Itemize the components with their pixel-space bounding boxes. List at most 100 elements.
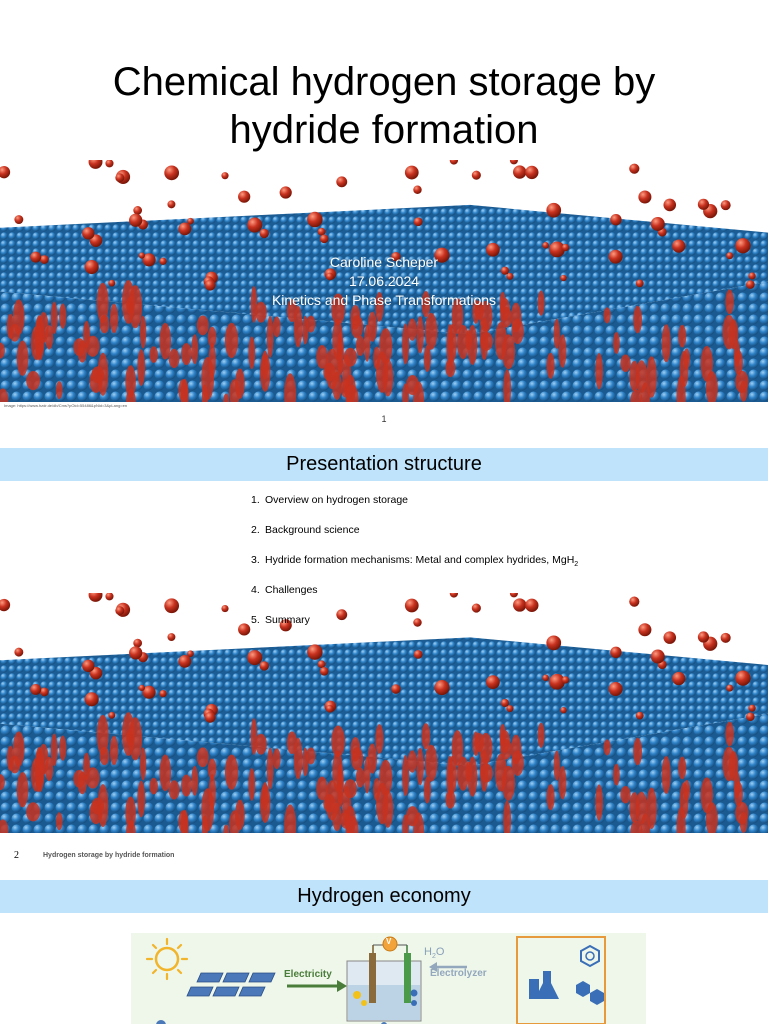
hydride-region <box>546 784 555 811</box>
hydride-region <box>181 343 192 366</box>
hydride-region <box>661 324 671 363</box>
hydride-region <box>331 293 346 325</box>
hydride-region <box>272 748 281 769</box>
hydride-region <box>375 292 384 322</box>
hydrogen-atom <box>506 705 514 713</box>
hydride-region <box>122 280 135 324</box>
hydrogen-atom <box>629 596 640 607</box>
water-formula: H2O <box>424 946 445 961</box>
hydride-region <box>613 763 620 786</box>
hydride-region <box>255 301 267 323</box>
title-line-2: hydride formation <box>229 108 539 152</box>
hydrogen-atom <box>560 707 567 714</box>
hydride-region <box>180 378 189 402</box>
hydrogen-atom <box>509 593 518 598</box>
hydrogen-economy-slide: Hydrogen economy <box>0 880 768 1024</box>
hydride-region <box>379 759 393 796</box>
hydrogen-atom <box>14 215 24 225</box>
agenda-list: 1.Overview on hydrogen storage 2.Backgro… <box>251 493 578 643</box>
hydride-region <box>201 384 208 402</box>
hydride-region <box>421 291 431 318</box>
subtitle-block: Caroline Scheper 17.06.2024 Kinetics and… <box>0 253 768 310</box>
hydride-region <box>0 342 5 359</box>
hydrogen-atom <box>108 711 116 719</box>
hydrogen-atom <box>164 598 180 614</box>
hydride-region <box>725 289 734 315</box>
hydride-region <box>350 747 364 771</box>
hydrogen-atom <box>204 711 216 723</box>
hydrogen-atom <box>471 170 481 180</box>
hydride-region <box>446 324 454 368</box>
hydrogen-atom <box>549 673 565 690</box>
hydride-region <box>83 320 90 349</box>
hydride-region <box>355 767 365 788</box>
hydrogen-atom <box>82 227 95 240</box>
hydride-region <box>6 313 14 339</box>
hydride-region <box>284 373 297 402</box>
hydride-region <box>343 779 357 799</box>
hydrogen-atom <box>336 176 348 188</box>
hydrogen-atom <box>336 609 348 621</box>
electricity-label: Electricity <box>284 969 332 980</box>
hydrogen-atom <box>748 704 756 712</box>
hydrogen-atom <box>142 253 156 267</box>
course-name: Kinetics and Phase Transformations <box>271 292 497 308</box>
hydrogen-atom <box>560 274 567 282</box>
hydride-region <box>38 743 49 775</box>
hydride-region <box>678 324 687 348</box>
hydride-region <box>55 381 63 400</box>
hydrogen-atom <box>746 280 755 289</box>
lattice-top-surface <box>0 204 768 335</box>
hydrogen-atom <box>610 214 622 226</box>
hydride-region <box>306 315 316 333</box>
hydrogen-economy-figure: Electricity V H2O Electrolyzer <box>131 933 646 1024</box>
hydride-region <box>125 365 136 398</box>
hydride-region <box>83 752 90 781</box>
hydride-region <box>355 335 365 356</box>
hydride-region <box>168 348 180 369</box>
hydride-region <box>402 755 410 797</box>
hydrogen-atom <box>138 684 145 692</box>
hydride-region <box>207 758 217 780</box>
hydride-region <box>109 303 119 334</box>
solar-panels-icon <box>186 972 276 997</box>
page-number: 2 <box>14 850 19 861</box>
agenda-slide: Presentation structure 1.Overview on hyd… <box>0 448 768 868</box>
hydride-region <box>480 763 493 783</box>
hydrogen-atom <box>500 698 510 708</box>
hydrogen-atom <box>319 234 329 244</box>
hydrogen-atom <box>610 646 622 658</box>
hydride-region <box>457 324 470 360</box>
hydride-region <box>266 747 274 790</box>
hydrogen-atom <box>449 593 459 598</box>
hydride-region <box>26 371 41 391</box>
lattice-illustration <box>0 593 768 833</box>
hydride-region <box>0 819 9 833</box>
hydride-region <box>424 744 438 782</box>
hydride-region <box>16 340 29 376</box>
hydride-region <box>558 765 567 800</box>
hydride-region <box>558 334 567 368</box>
partial-icon <box>156 1020 166 1024</box>
hydride-region <box>499 291 506 313</box>
hydrogen-atom <box>672 239 686 253</box>
hydride-region <box>382 790 394 828</box>
hydride-region <box>480 332 493 351</box>
hydrogen-atom <box>697 198 710 210</box>
hydride-region <box>137 780 146 818</box>
hydride-region <box>159 754 171 792</box>
hydride-region <box>306 747 316 765</box>
slide-heading-bar: Presentation structure <box>0 448 768 481</box>
hydride-region <box>511 750 524 776</box>
hydride-region <box>284 804 297 833</box>
hydrogen-atom <box>259 228 269 239</box>
hydrogen-atom <box>82 659 95 673</box>
hydride-region <box>503 800 512 833</box>
water-arrow-icon <box>429 962 467 972</box>
slide-title: Chemical hydrogen storage by hydride for… <box>0 58 768 154</box>
hydrogen-atom <box>720 632 731 643</box>
hydride-region <box>421 723 431 750</box>
hydrogen-atom <box>650 216 665 231</box>
hydrogen-atom <box>30 251 42 263</box>
hydride-region <box>416 747 424 786</box>
